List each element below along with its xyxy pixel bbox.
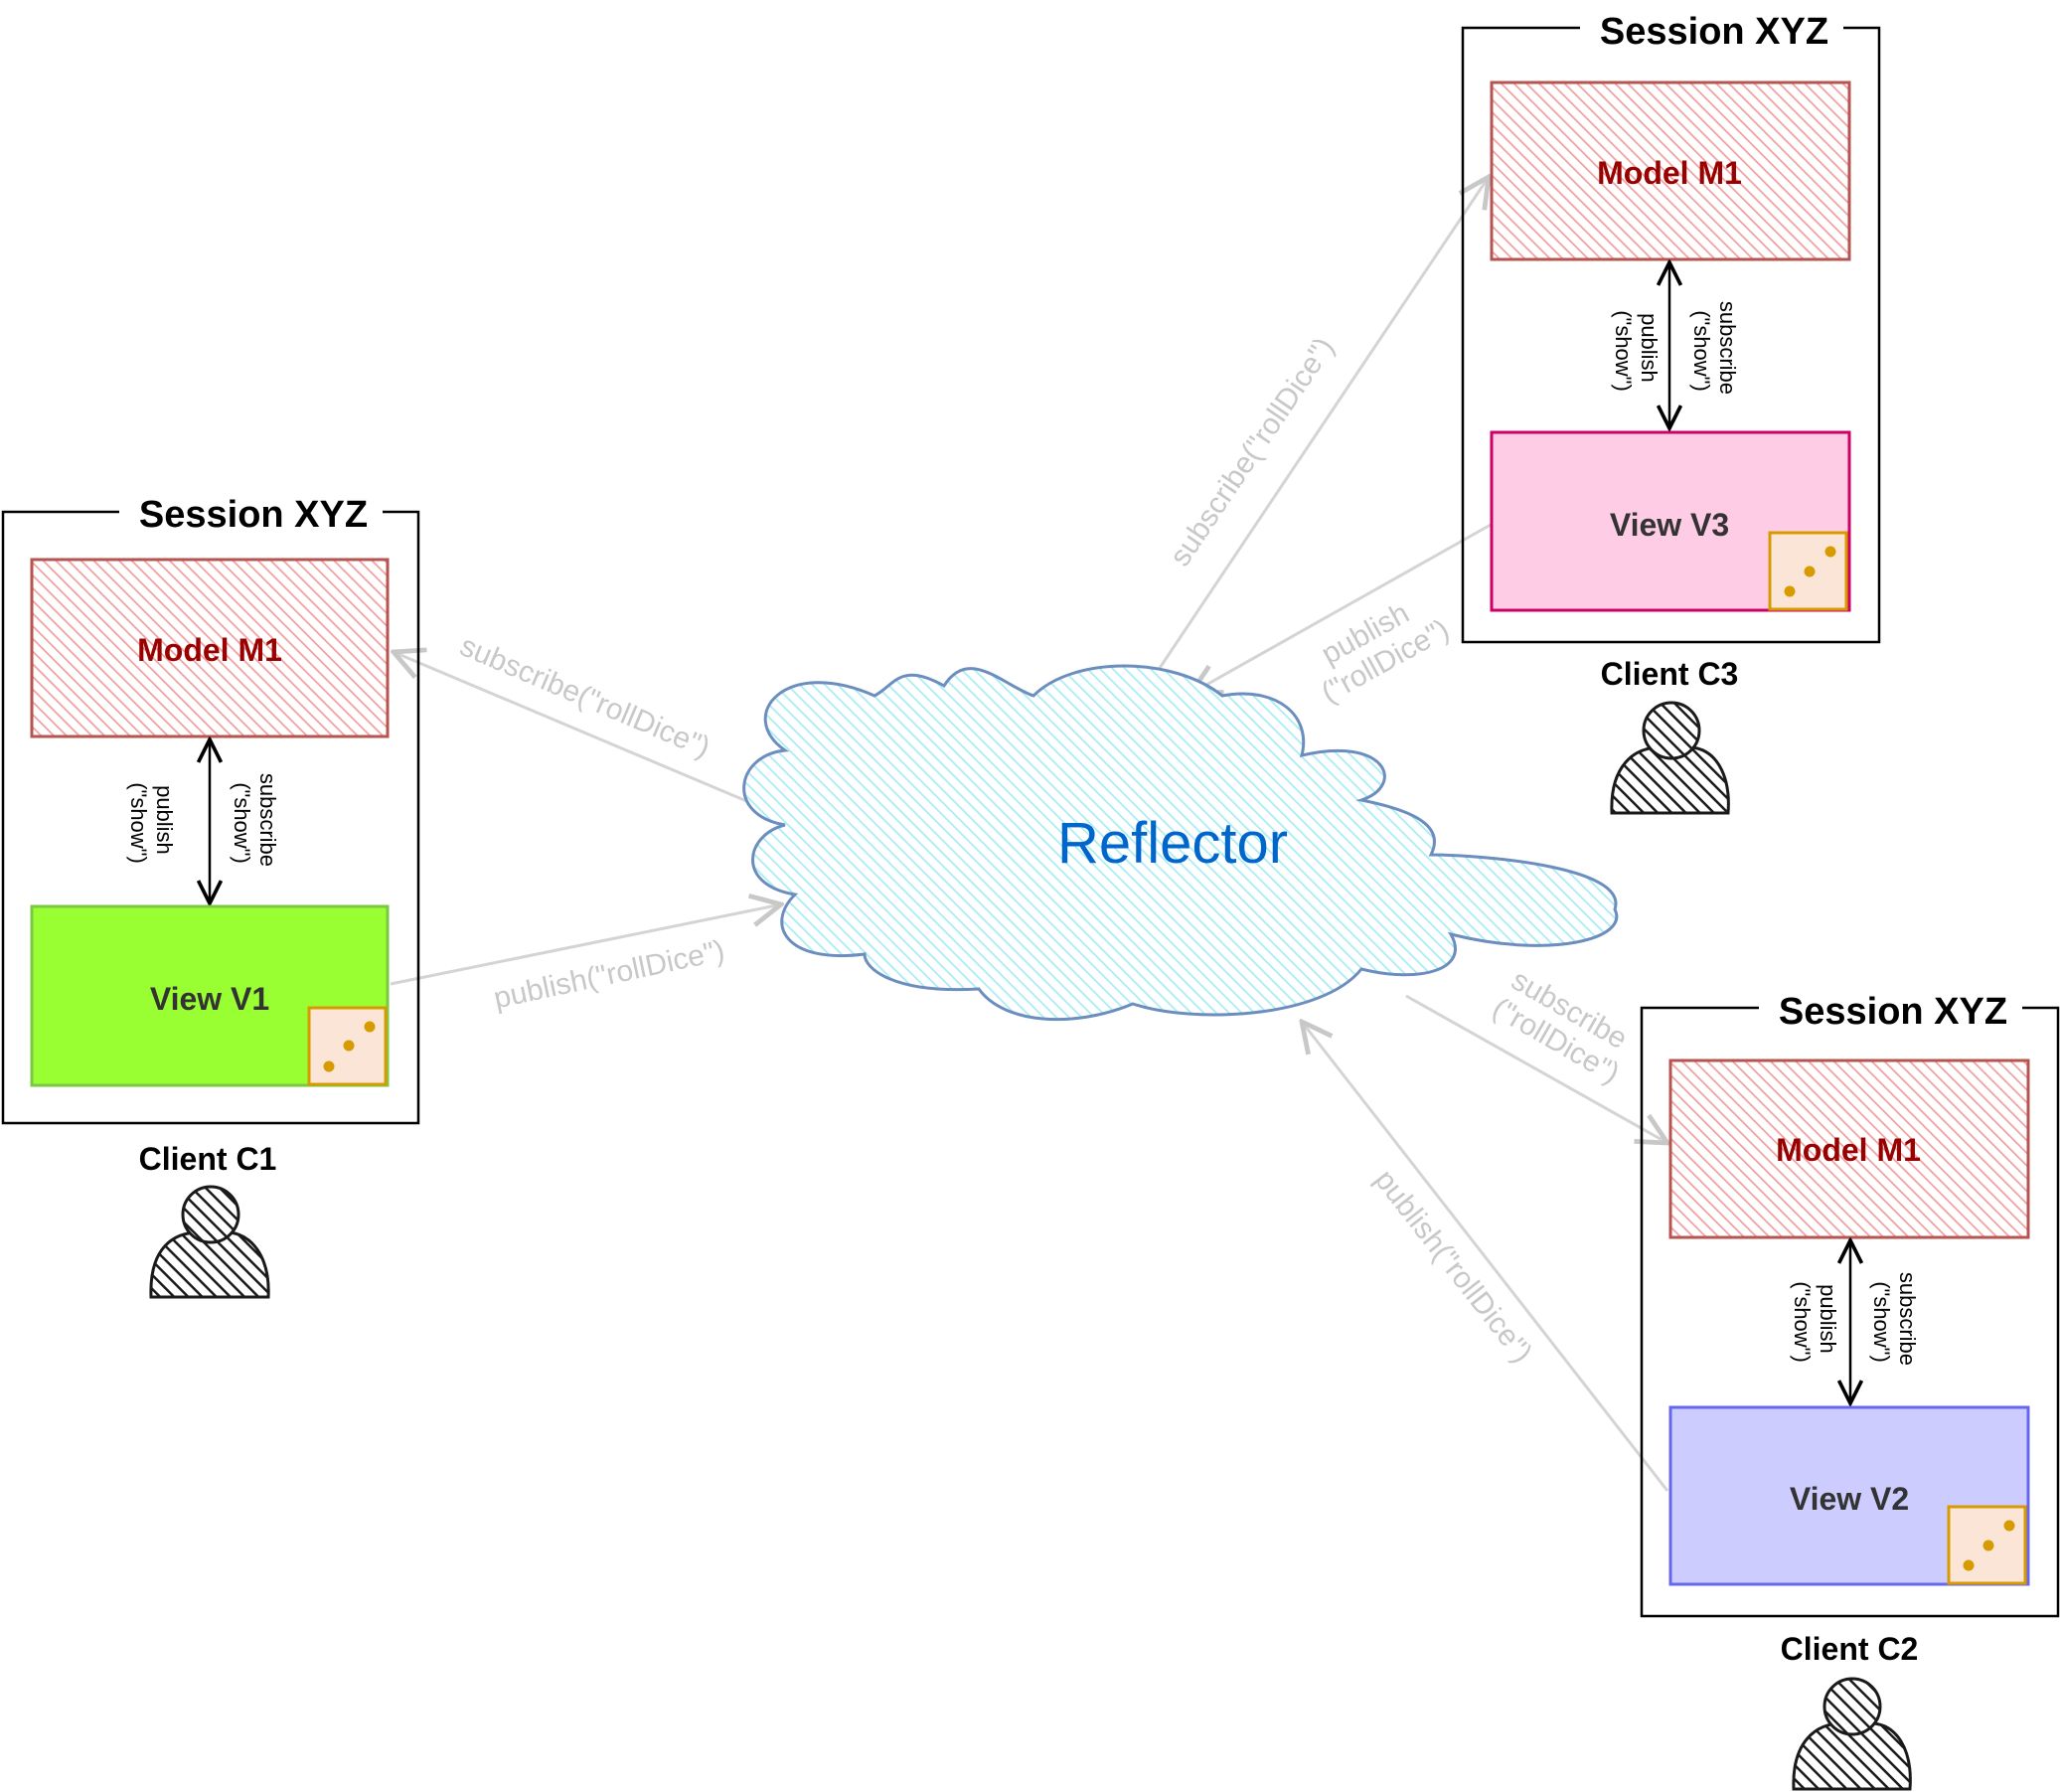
subscribe-line2: ("show") (1869, 1281, 1894, 1363)
cloud-shape (742, 664, 1619, 1022)
model-label: Model M1 (1776, 1132, 1921, 1168)
edge-c1-subscribe[interactable] (394, 652, 752, 805)
view-label: View V2 (1790, 1481, 1909, 1517)
subscribe-show-label: subscribe ("show") (1869, 1272, 1920, 1372)
reflector-label: Reflector (1057, 811, 1288, 876)
subscribe-show-label: subscribe ("show") (1689, 301, 1740, 401)
model-box[interactable] (30, 558, 390, 738)
session-title: Session XYZ (1600, 11, 1828, 53)
edge-c3-subscribe[interactable] (1146, 177, 1489, 687)
model-box[interactable] (1490, 81, 1851, 261)
view-label: View V3 (1610, 507, 1729, 543)
model-label: Model M1 (137, 632, 282, 668)
model-label: Model M1 (1597, 155, 1742, 191)
edge-label-c1-subscribe: subscribe("rollDice") (455, 629, 714, 764)
publish-show-label: publish ("show") (1611, 310, 1662, 392)
session-title-bg (1580, 8, 1843, 52)
dice-icon[interactable] (307, 1006, 388, 1086)
subscribe-line1: subscribe (255, 773, 280, 867)
edge-label-c2-subscribe: subscribe ("rollDice") (1487, 962, 1642, 1090)
edge-c2-subscribe[interactable] (1405, 994, 1667, 1143)
subscribe-line2: ("show") (1689, 310, 1714, 392)
client-label: Client C2 (1781, 1631, 1919, 1667)
session-title-bg (119, 491, 383, 535)
publish-line2: ("show") (1611, 310, 1636, 392)
session-title: Session XYZ (139, 494, 368, 536)
edge-label-c2-publish: publish("rollDice") (1368, 1164, 1539, 1370)
publish-show-label: publish ("show") (126, 782, 177, 864)
edge-c2-publish[interactable] (1302, 1022, 1669, 1492)
client-c1-group: Session XYZ Model M1 publish ("show") su… (1, 491, 420, 1299)
publish-line2: ("show") (126, 782, 151, 864)
dice-icon[interactable] (1947, 1505, 2027, 1585)
view-label: View V1 (150, 981, 269, 1017)
edge-label-c3-publish: publish ("rollDice") (1300, 583, 1455, 710)
publish-line1: publish (1816, 1284, 1840, 1354)
model-box[interactable] (1668, 1059, 2030, 1239)
edges (390, 177, 1669, 1492)
edge-c3-publish[interactable] (1190, 523, 1492, 694)
publish-show-label: publish ("show") (1790, 1281, 1840, 1363)
subscribe-show-label: subscribe ("show") (230, 773, 280, 873)
client-label: Client C1 (139, 1141, 277, 1177)
user-icon (149, 1185, 270, 1299)
session-title-bg (1759, 988, 2022, 1032)
reflector-cloud[interactable]: Reflector (742, 664, 1619, 1022)
user-icon (1610, 701, 1730, 815)
subscribe-line2: ("show") (230, 782, 254, 864)
user-icon (1792, 1677, 1912, 1791)
edge-label-c3-subscribe: subscribe("rollDice") (1164, 332, 1341, 572)
client-label: Client C3 (1601, 656, 1739, 692)
session-title: Session XYZ (1779, 991, 2007, 1033)
publish-line2: ("show") (1790, 1281, 1815, 1363)
client-c3-group: Session XYZ Model M1 publish ("show") su… (1461, 8, 1881, 815)
edge-label-c1-publish: publish("rollDice") (491, 934, 727, 1015)
subscribe-line1: subscribe (1715, 301, 1740, 395)
edge-c1-publish[interactable] (390, 904, 781, 986)
dice-icon[interactable] (1768, 531, 1848, 611)
publish-line1: publish (152, 785, 177, 855)
publish-line1: publish (1637, 313, 1662, 383)
client-c2-group: Session XYZ Model M1 publish ("show") su… (1640, 988, 2060, 1791)
subscribe-line1: subscribe (1895, 1272, 1920, 1366)
